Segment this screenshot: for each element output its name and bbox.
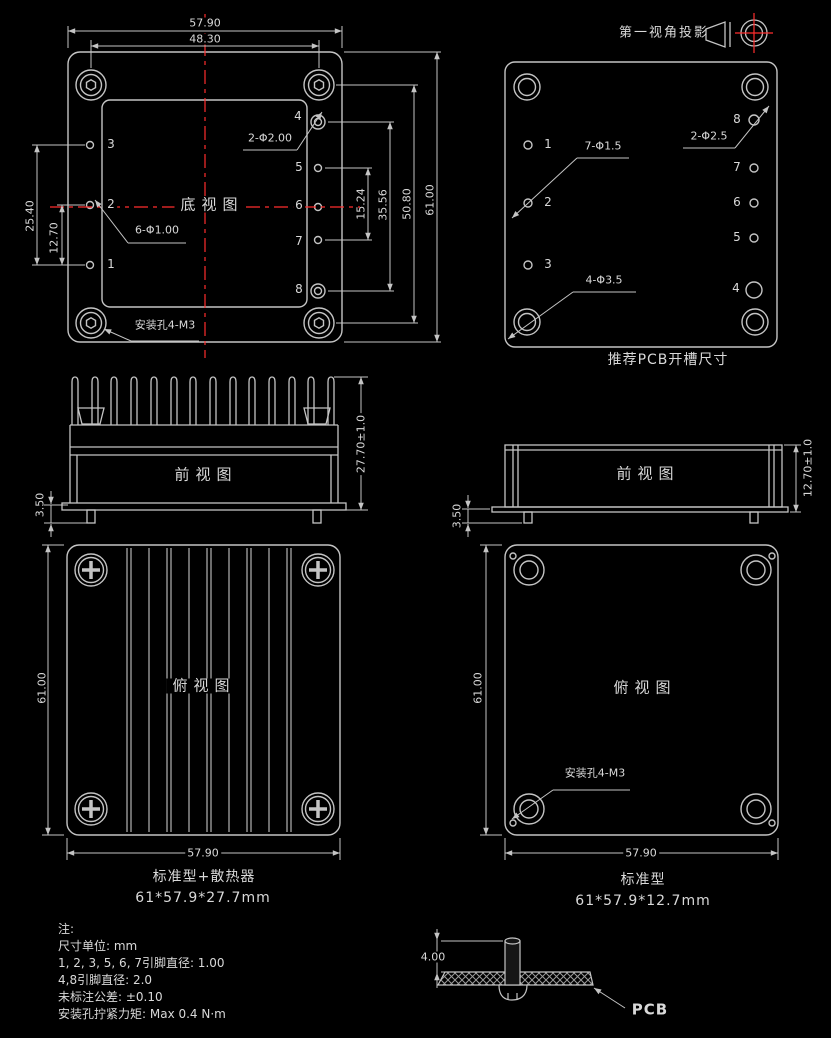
- dim-height-heatsink: 27.70±1.0: [354, 412, 368, 476]
- label-large-pins: 2-Φ2.00: [247, 131, 293, 145]
- projection-label: 第一视角投影: [618, 25, 710, 41]
- bottom-view-dimensions: [32, 26, 441, 343]
- pin-detail-drawing: [436, 937, 594, 1001]
- pcb-pin-number-3: 3: [544, 257, 552, 271]
- dim-right-61-00: 61.00: [423, 184, 437, 216]
- note-units: 尺寸单位: mm: [58, 939, 138, 953]
- dim-pin-length-standard: 3.50: [450, 503, 464, 529]
- label-small-pins: 6-Φ1.00: [134, 223, 180, 237]
- label-mounting-holes: 安装孔4-M3: [134, 318, 196, 332]
- caption-standard-size: 61*57.9*12.7mm: [575, 893, 711, 909]
- dim-right-35-56: 35.56: [376, 189, 390, 221]
- dim-pin-standoff: 4.00: [418, 950, 448, 964]
- pcb-pin-number-1: 1: [544, 137, 552, 151]
- pin-number-8: 8: [295, 282, 303, 296]
- front-view-standard-title: 前视图: [616, 464, 680, 483]
- pcb-view-title: 推荐PCB开槽尺寸: [607, 352, 729, 368]
- front-view-standard-dimensions: [462, 444, 801, 537]
- pcb-pin-number-5: 5: [733, 230, 741, 244]
- label-pcb-mount-holes: 4-Φ3.5: [585, 273, 623, 287]
- dim-pin-length-heatsink: 3.50: [33, 492, 47, 518]
- caption-heatsink-type: 标准型+散热器: [152, 869, 256, 885]
- pcb-pin-number-2: 2: [544, 195, 552, 209]
- dim-height-61-hs: 61.00: [35, 670, 49, 706]
- pin-number-6: 6: [293, 198, 305, 212]
- note-torque: 安装孔拧紧力矩: Max 0.4 N·m: [58, 1007, 226, 1021]
- dim-right-50-80: 50.80: [400, 188, 414, 220]
- top-view-standard-title: 俯视图: [613, 678, 677, 697]
- pcb-pin-number-7: 7: [733, 160, 741, 174]
- dim-pin-span-left: 25.40: [23, 200, 37, 232]
- pin-number-5: 5: [295, 160, 303, 174]
- dim-pin-pitch-left: 12.70: [47, 222, 61, 254]
- front-view-standard-outline: [491, 444, 789, 524]
- note-small-pin-diameter: 1, 2, 3, 5, 6, 7引脚直径: 1.00: [58, 956, 225, 970]
- top-view-heatsink-dimensions: [42, 544, 341, 860]
- pcb-pin-number-4: 4: [732, 281, 740, 295]
- bottom-view-centerlines: [50, 14, 360, 358]
- dim-width-57-hs: 57.90: [185, 846, 221, 860]
- pin-number-4: 4: [294, 109, 302, 123]
- pcb-view-leaders: [507, 105, 770, 340]
- projection-crosshair-icon: [735, 13, 773, 53]
- caption-heatsink-size: 61*57.9*27.7mm: [135, 890, 271, 906]
- dim-width-57-std: 57.90: [623, 846, 659, 860]
- note-large-pin-diameter: 4,8引脚直径: 2.0: [58, 973, 153, 987]
- pcb-label: PCB: [631, 1000, 669, 1019]
- caption-standard-type: 标准型: [620, 872, 666, 888]
- dim-body-width: 57.90: [187, 16, 223, 30]
- dim-screw-pitch: 48.30: [187, 32, 223, 46]
- top-view-standard-dimensions: [480, 544, 779, 860]
- pcb-pin-number-8: 8: [733, 112, 741, 126]
- front-view-heatsink-outline: [61, 376, 347, 524]
- label-pcb-small-holes: 7-Φ1.5: [584, 139, 622, 153]
- pin-number-2: 2: [105, 197, 117, 211]
- pcb-pin-number-6: 6: [733, 195, 741, 209]
- notes-title: 注:: [58, 922, 75, 936]
- dim-height-61-std: 61.00: [471, 670, 485, 706]
- pin-number-3: 3: [107, 137, 115, 151]
- note-tolerance: 未标注公差: ±0.10: [58, 990, 163, 1004]
- dim-height-standard: 12.70±1.0: [801, 438, 815, 498]
- pin-detail-dimensions: [434, 929, 626, 1009]
- bottom-view-title: 底视图: [174, 197, 246, 213]
- front-view-heatsink-title: 前视图: [174, 465, 238, 484]
- pin-number-7: 7: [295, 234, 303, 248]
- label-mounting-holes-std: 安装孔4-M3: [564, 766, 626, 780]
- pin-number-1: 1: [107, 257, 115, 271]
- top-view-standard-outline: [504, 544, 779, 836]
- top-view-heatsink-title: 俯视图: [166, 678, 238, 694]
- dim-right-15-24: 15.24: [354, 188, 368, 220]
- label-pcb-large-holes: 2-Φ2.5: [690, 129, 728, 143]
